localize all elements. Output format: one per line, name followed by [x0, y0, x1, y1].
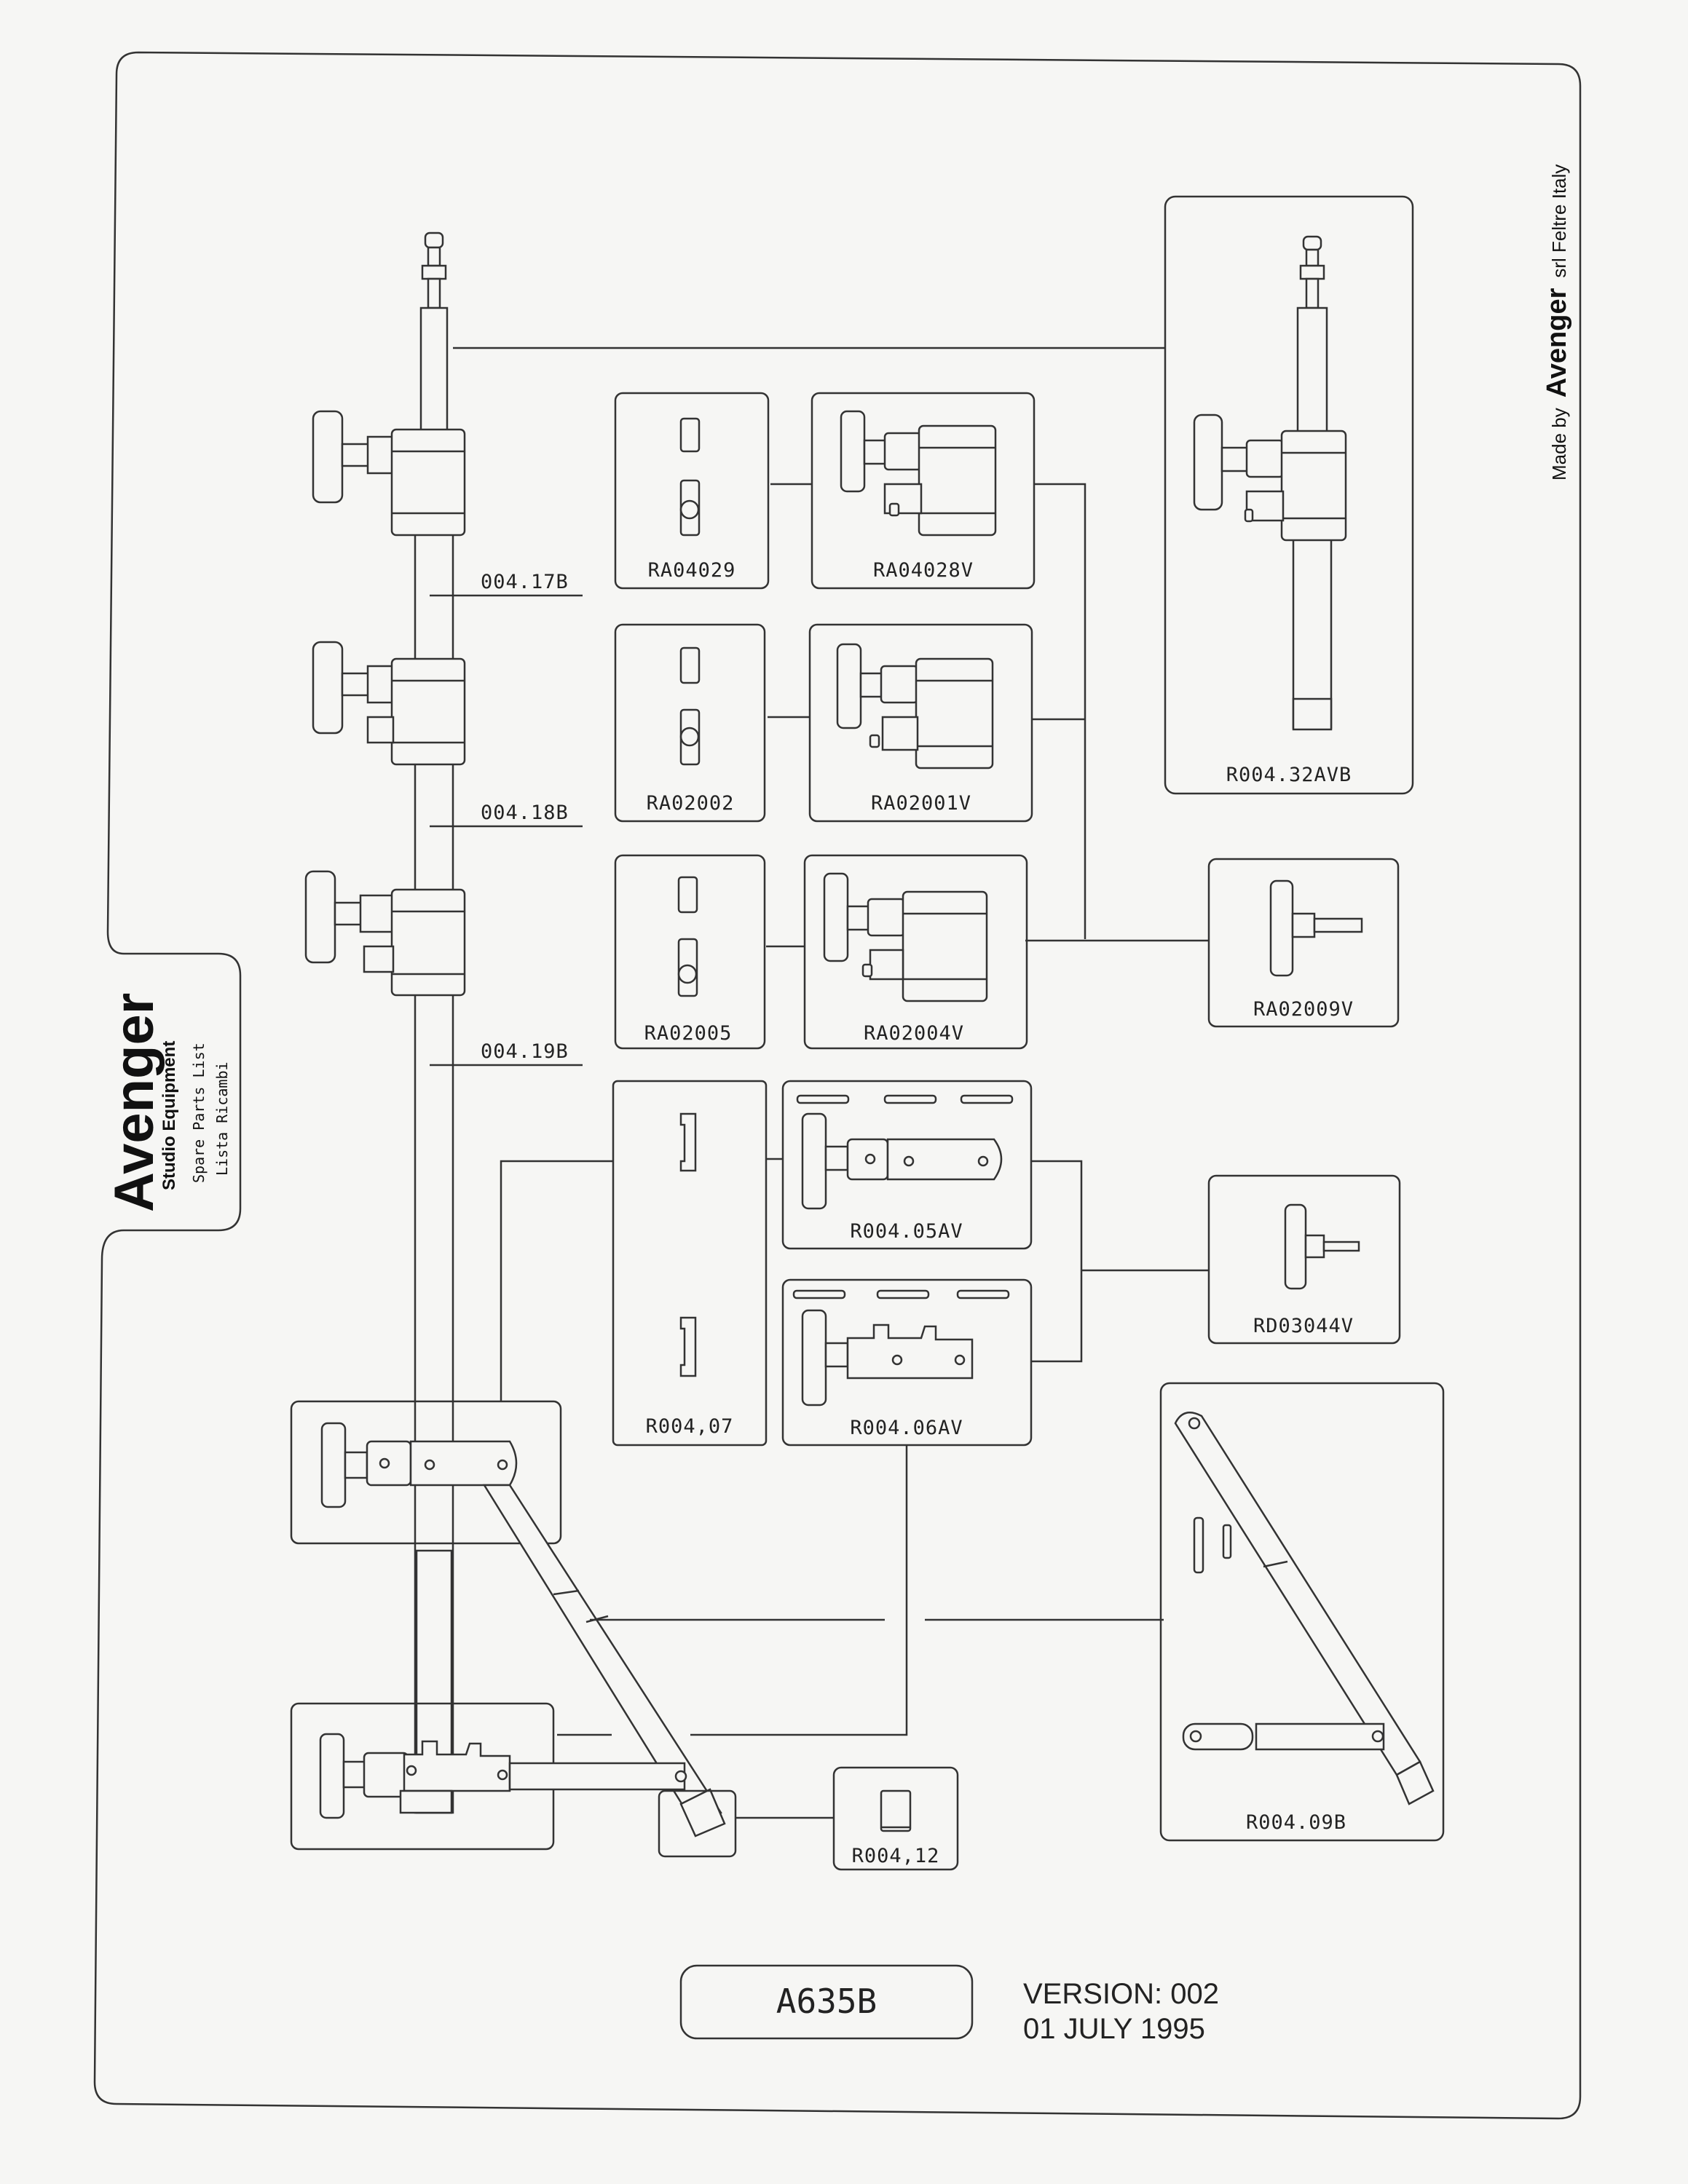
part-box-r004-05av: R004.05AV: [781, 1080, 1033, 1250]
part-box-ra04029: RA04029: [614, 392, 770, 590]
version-text: VERSION: 002: [1023, 1978, 1219, 2010]
maker-block: Made by Avenger srl Feltre Italy: [1542, 165, 1572, 480]
part-box-ra04028v: RA04028V: [811, 392, 1036, 590]
date-text: 01 JULY 1995: [1023, 2013, 1205, 2045]
title-block: A635B VERSION: 002 01 JULY 1995: [679, 1964, 1219, 2045]
part-box-rd03044v: RD03044V: [1207, 1174, 1401, 1345]
part-box-ra02004v: RA02004V: [803, 854, 1028, 1050]
upper-leg-bracket: [290, 1400, 562, 1545]
brand-logo: Avenger: [103, 993, 165, 1212]
part-label-ra02001v: RA02001V: [871, 792, 971, 815]
main-stand-drawing: [304, 232, 466, 1814]
model-number: A635B: [776, 1982, 877, 2021]
part-box-ra02005: RA02005: [614, 854, 766, 1050]
part-label-ra02004v: RA02004V: [864, 1022, 964, 1045]
part-box-ra02002: RA02002: [614, 623, 766, 823]
part-label-r004-05av: R004.05AV: [850, 1220, 963, 1243]
part-box-r004-12: R004,12: [832, 1766, 959, 1871]
part-box-r004-07: R004,07: [612, 1080, 768, 1447]
sheet-border: [93, 51, 1582, 2120]
part-label-r004-09b: R004.09B: [1246, 1811, 1346, 1834]
part-box-r004-06av: R004.06AV: [781, 1278, 1033, 1447]
lower-leg-bracket: [290, 1702, 555, 1851]
part-label-ra02005: RA02005: [644, 1022, 733, 1045]
maker-text: Made by Avenger srl Feltre Italy: [1542, 165, 1572, 480]
part-label-004-19b: 004.19B: [481, 1040, 569, 1063]
tube-labels: 004.17B 004.18B 004.19B: [430, 571, 583, 1067]
connector-lines: [453, 347, 1209, 1819]
part-label-004-17b: 004.17B: [481, 571, 569, 593]
part-label-ra02002: RA02002: [647, 792, 735, 815]
brand-line-1: Spare Parts List: [190, 1042, 208, 1183]
foot-box: [658, 1789, 737, 1858]
part-label-ra02009v: RA02009V: [1253, 998, 1354, 1021]
part-label-r004-32avb: R004.32AVB: [1226, 764, 1352, 786]
part-label-r004-07: R004,07: [646, 1415, 734, 1438]
part-box-r004-09b: R004.09B: [1159, 1382, 1445, 1842]
part-label-ra04028v: RA04028V: [873, 559, 974, 582]
part-box-ra02009v: RA02009V: [1207, 858, 1400, 1028]
part-label-r004-12: R004,12: [852, 1845, 940, 1867]
part-box-r004-32avb: R004.32AVB: [1164, 195, 1414, 795]
part-box-ra02001v: RA02001V: [808, 623, 1033, 823]
brand-subtitle: Studio Equipment: [159, 1041, 179, 1190]
brand-line-2: Lista Ricambi: [213, 1061, 231, 1176]
part-label-rd03044v: RD03044V: [1253, 1315, 1354, 1337]
main-stand-legs: [482, 1484, 726, 1837]
part-label-004-18b: 004.18B: [481, 802, 569, 824]
brand-block: Avenger Studio Equipment Spare Parts Lis…: [103, 993, 231, 1212]
part-label-ra04029: RA04029: [648, 559, 736, 582]
part-label-r004-06av: R004.06AV: [850, 1417, 963, 1439]
